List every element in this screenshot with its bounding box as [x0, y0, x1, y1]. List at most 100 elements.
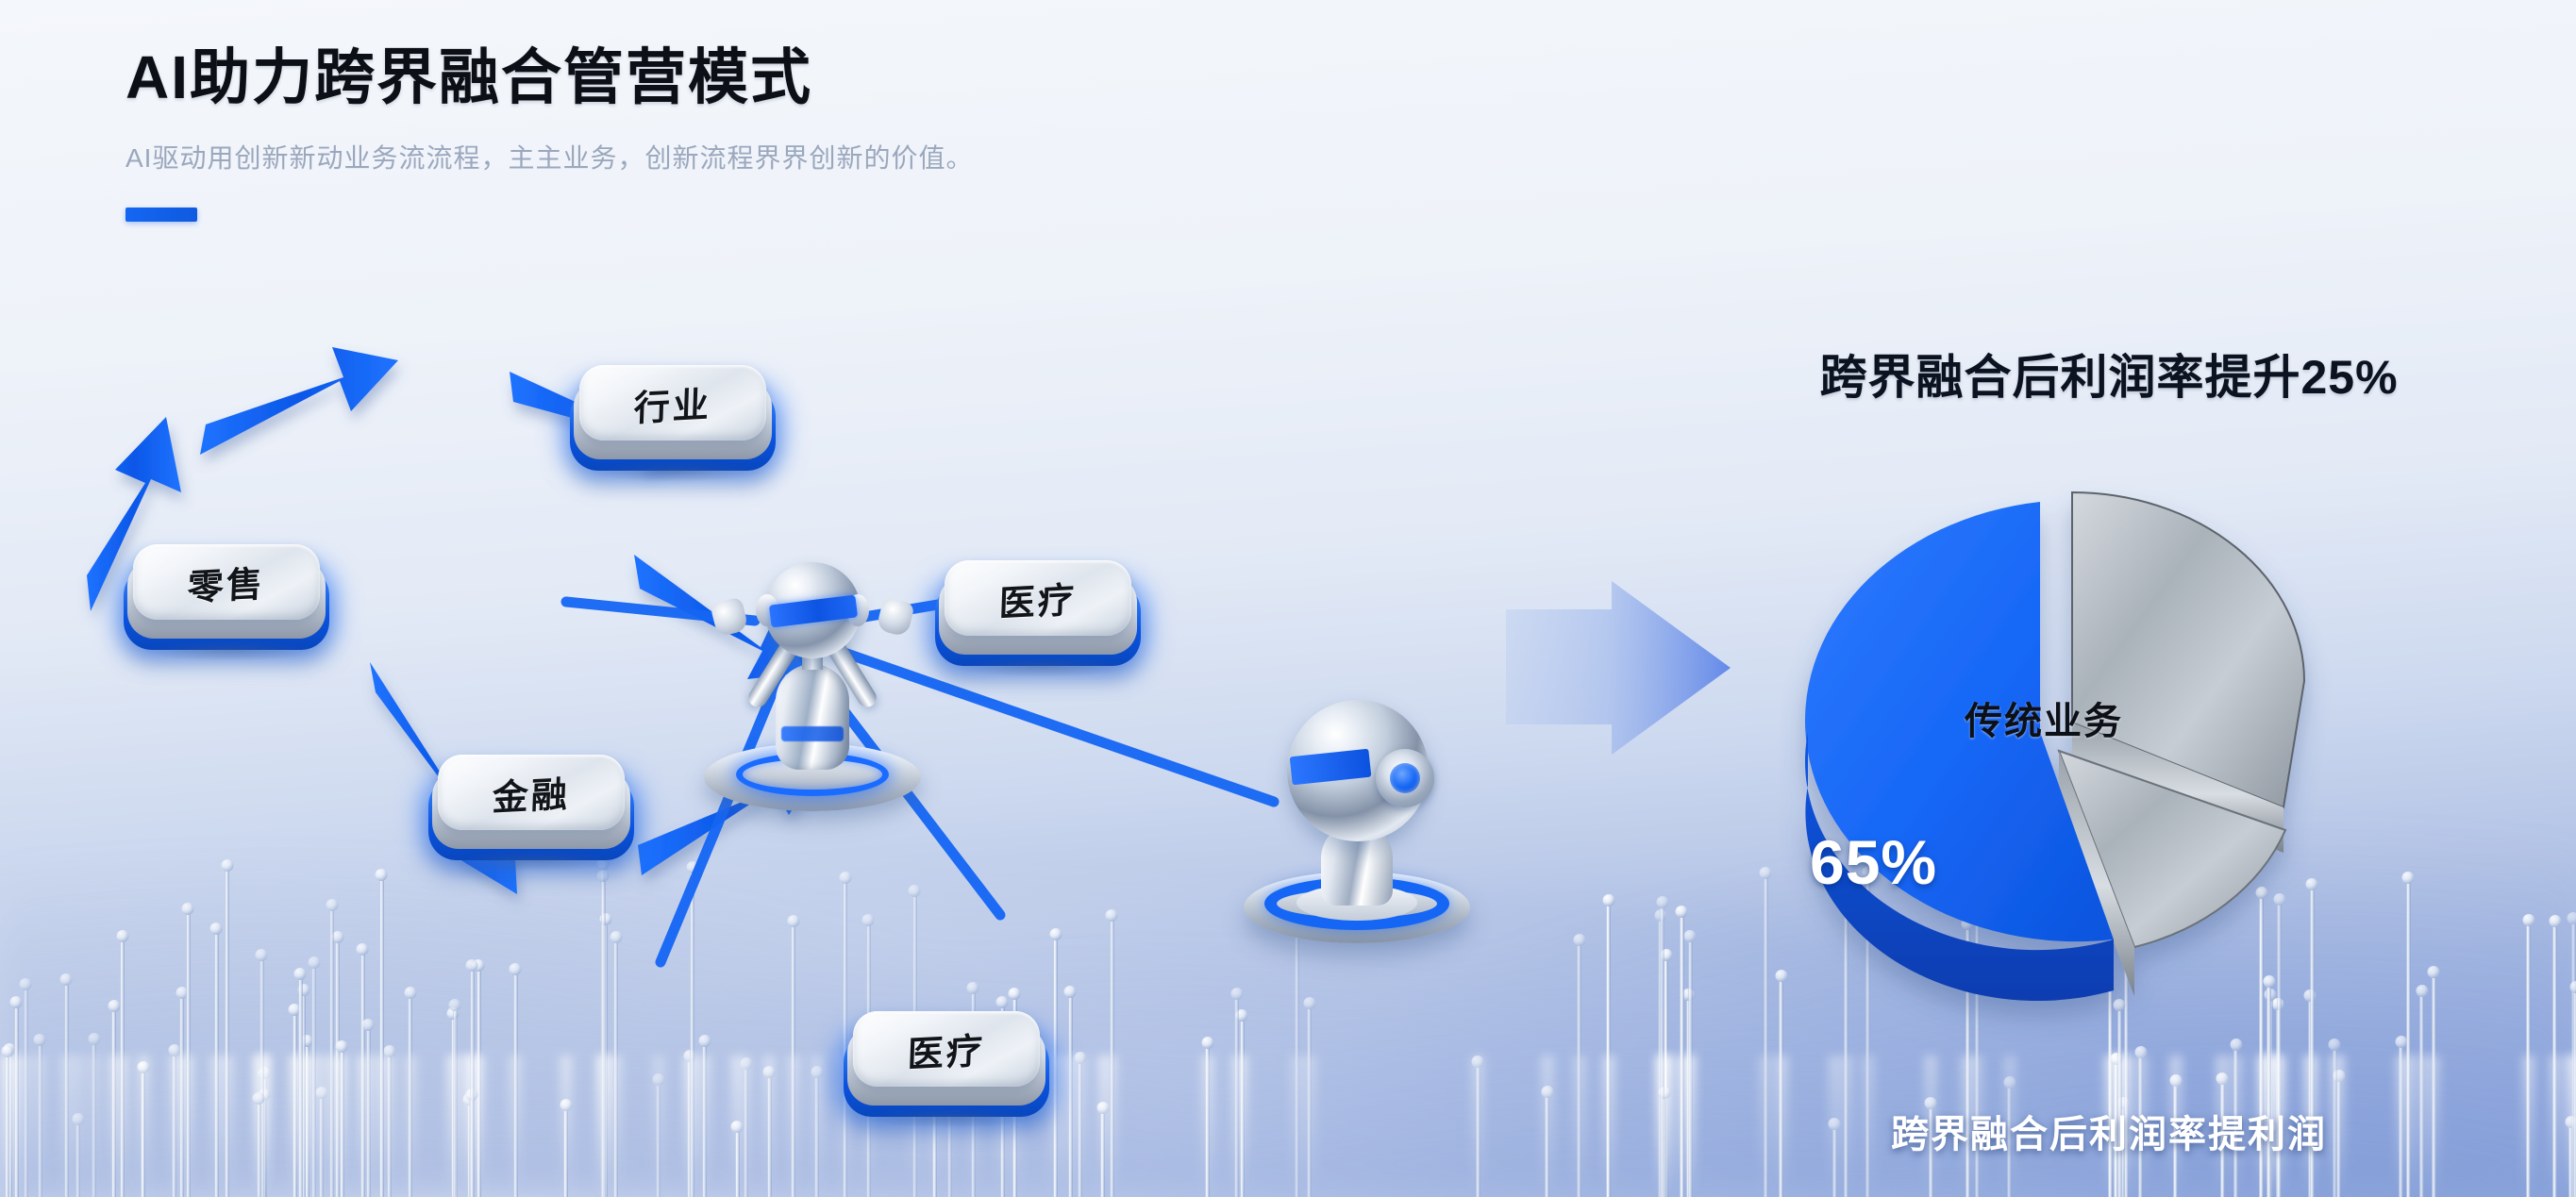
chrome-pin — [256, 1100, 261, 1197]
chrome-pin — [600, 878, 606, 1197]
chrome-pin — [2431, 973, 2436, 1197]
chrome-pin-field — [0, 801, 2576, 1197]
chrome-pin — [1100, 1110, 1106, 1197]
chrome-pin — [2526, 923, 2532, 1197]
chrome-pin — [378, 876, 384, 1197]
robot-head — [756, 562, 869, 658]
chrome-pin — [1577, 942, 1582, 1197]
chrome-pin — [1687, 938, 1693, 1197]
chrome-pin — [1965, 925, 1970, 1197]
sphere-head — [1287, 700, 1434, 841]
right-arrow-icon — [1506, 581, 1731, 755]
node-healthcare-bottom[interactable]: 医疗 — [838, 1009, 1055, 1128]
chrome-pin — [734, 1128, 740, 1197]
chrome-pin — [120, 938, 125, 1197]
chrome-pin — [297, 976, 303, 1197]
chrome-pin — [2219, 1080, 2225, 1197]
chrome-pin — [1545, 1094, 1550, 1197]
ai-robot-mascot — [704, 500, 921, 811]
node-label: 医疗 — [997, 580, 1078, 624]
chrome-pin — [1307, 1006, 1313, 1197]
chrome-pin — [339, 1048, 344, 1197]
chrome-pin — [946, 1065, 952, 1197]
chrome-pin — [75, 1122, 81, 1197]
sphere-band — [1289, 748, 1372, 786]
chrome-pin — [512, 972, 518, 1197]
pie-panel: 跨界融合后利润率提升25% — [1680, 321, 2529, 1170]
hub-link-sphere — [811, 638, 1280, 807]
chrome-pin — [311, 964, 317, 1197]
chrome-pin — [2173, 1083, 2179, 1197]
chrome-pin — [1067, 994, 1073, 1197]
node-finance[interactable]: 金融 — [423, 753, 640, 872]
chrome-pin — [843, 880, 848, 1197]
arrow-healthcare-to-sphere — [634, 555, 813, 679]
accent-bar — [125, 207, 197, 222]
chrome-pin — [23, 987, 28, 1197]
node-industry[interactable]: 行业 — [564, 363, 781, 482]
chrome-pin — [213, 930, 219, 1197]
pie-slice-new-business — [1804, 502, 2114, 942]
chrome-pin — [1294, 923, 1299, 1197]
chrome-pin — [2138, 1054, 2144, 1197]
chrome-pin — [744, 1066, 749, 1197]
chrome-pin — [791, 923, 796, 1197]
node-retail[interactable]: 零售 — [118, 542, 335, 661]
chrome-pin — [1660, 904, 1665, 1197]
chrome-pin — [37, 1041, 42, 1197]
robot-hand-left — [710, 596, 749, 638]
node-face: 行业 — [579, 365, 766, 441]
pie-caption: 跨界融合后利润率提利润 — [1891, 1114, 2327, 1155]
pie-title: 跨界融合后利润率提升25% — [1819, 351, 2399, 404]
node-label: 零售 — [186, 564, 266, 608]
chrome-pin — [1475, 1063, 1480, 1197]
chrome-pin — [702, 1042, 708, 1197]
chrome-pin — [931, 1106, 937, 1197]
chrome-pin — [690, 869, 695, 1197]
robot-hand-right — [876, 596, 915, 638]
chrome-pin — [365, 1026, 371, 1197]
chrome-pin — [766, 1074, 772, 1197]
transition-arrow — [1500, 566, 1736, 773]
chrome-pin — [1234, 995, 1240, 1197]
node-label: 行业 — [632, 385, 712, 429]
pie-value-label: 65% — [1810, 827, 1938, 897]
chrome-pin — [329, 906, 335, 1197]
node-shadow — [952, 657, 1131, 677]
arrow-retail-to-industry — [200, 347, 398, 455]
pie-svg — [1804, 490, 2306, 1002]
chrome-pin — [2332, 1046, 2337, 1197]
chrome-pin — [1974, 918, 1980, 1197]
chrome-pin — [2007, 1085, 2013, 1197]
chrome-pin — [1779, 978, 1784, 1197]
chrome-pin — [2267, 984, 2272, 1197]
network-diagram: 行业 零售 医疗 金融 — [0, 311, 1529, 1197]
chrome-pin — [92, 1041, 97, 1197]
node-healthcare-right[interactable]: 医疗 — [929, 558, 1146, 677]
pie-chart: 65% 传统业务 — [1698, 415, 2444, 1075]
chrome-pin — [613, 939, 619, 1197]
chrome-pin — [656, 1081, 661, 1197]
robot-body — [776, 664, 849, 770]
chrome-pin — [452, 1006, 458, 1197]
pie-slice-traditional — [2071, 490, 2306, 809]
node-shadow — [587, 461, 766, 482]
chrome-pin — [1078, 1060, 1083, 1197]
chrome-pin — [111, 1008, 117, 1197]
chrome-pin — [1606, 903, 1612, 1197]
chrome-pin — [13, 1005, 19, 1197]
chrome-pin — [1053, 936, 1059, 1197]
chrome-pin — [225, 868, 230, 1197]
node-face: 零售 — [133, 544, 320, 620]
hub-link-down — [655, 657, 791, 968]
pie-slice-new-business-depth — [1804, 732, 2114, 1002]
chrome-pin — [469, 967, 475, 1197]
chrome-pin — [387, 1054, 393, 1197]
chrome-pin — [2552, 923, 2557, 1197]
header: AI助力跨界融合管营模式 AI驱动用创新新动业务流流程，主主业务，创新流程界界创… — [125, 43, 1447, 222]
node-shadow — [445, 851, 625, 872]
arrow-shape — [1506, 581, 1731, 755]
chrome-pin — [563, 1106, 569, 1197]
chrome-pin — [2259, 895, 2265, 1197]
